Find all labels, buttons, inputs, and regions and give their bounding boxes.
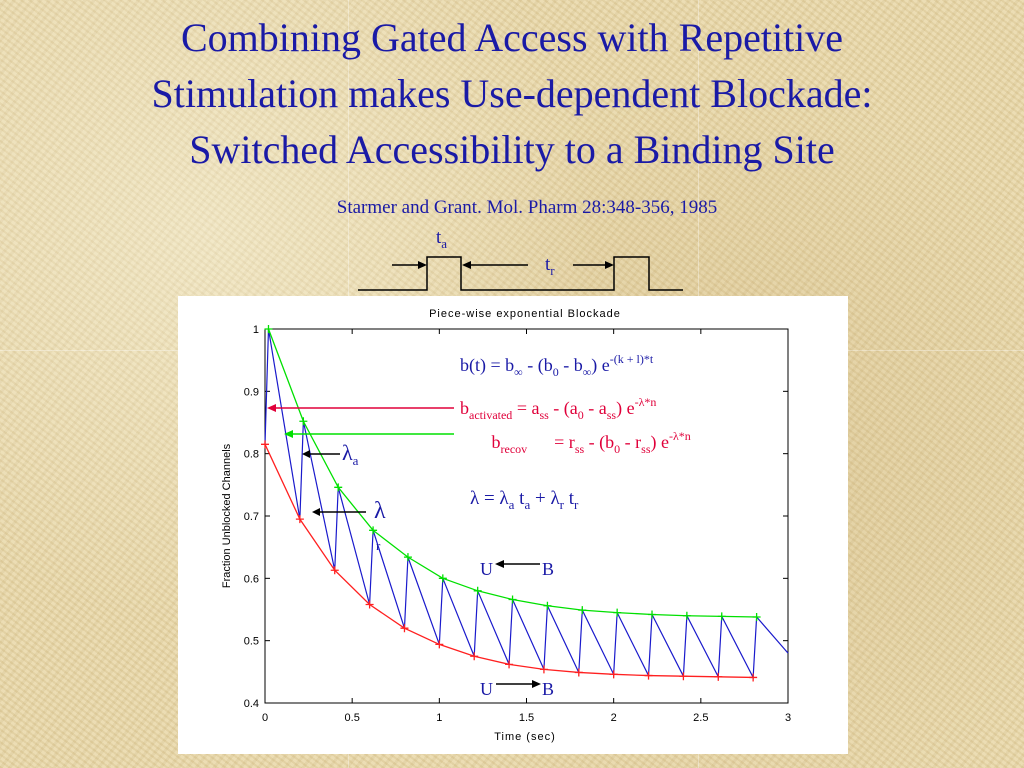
chart-title: Piece-wise exponential Blockade — [429, 308, 621, 320]
lower-envelope-point — [330, 566, 339, 575]
lambda-r-subscript: r — [376, 538, 381, 553]
b-label-bottom: B — [542, 679, 554, 699]
lambda-a-pointer-head — [302, 450, 310, 458]
upper-envelope-point — [717, 612, 726, 621]
title-line-3: Switched Accessibility to a Binding Site — [189, 127, 835, 172]
lambda-r-symbol: λ — [374, 498, 386, 524]
upper-envelope-point — [752, 612, 761, 621]
lower-envelope-line — [264, 444, 754, 679]
title-line-1: Combining Gated Access with Repetitive — [180, 15, 844, 60]
equation-lambda: λ = λa ta + λr tr — [470, 488, 579, 512]
x-tick-label: 0 — [262, 712, 268, 724]
lambda-r-pointer-head — [312, 508, 320, 516]
recov-pointer-head — [284, 430, 293, 438]
slide-title: Combining Gated Access with Repetitive S… — [0, 10, 1024, 178]
upper-envelope-point — [438, 574, 447, 583]
ta-label: ta — [436, 227, 447, 251]
citation: Starmer and Grant. Mol. Pharm 28:348-356… — [336, 197, 718, 218]
x-tick-label: 1 — [436, 712, 442, 724]
upper-envelope-point — [543, 601, 552, 610]
upper-envelope-point — [648, 610, 657, 619]
upper-envelope-point — [299, 417, 308, 426]
tr-arrowhead-left — [462, 261, 471, 269]
upper-envelope-point — [369, 526, 378, 535]
lower-envelope-point — [574, 668, 583, 677]
y-tick-label: 0.9 — [244, 386, 259, 398]
x-tick-label: 2.5 — [693, 712, 708, 724]
chart: Piece-wise exponential Blockade Time (se… — [221, 308, 791, 743]
lower-envelope-point — [261, 440, 269, 449]
tr-arrowhead-right — [605, 261, 614, 269]
lower-envelope-point — [679, 672, 688, 681]
ub-top-arrowhead — [495, 560, 504, 568]
y-tick-label: 0.7 — [244, 511, 259, 523]
chart-panel: Piece-wise exponential Blockade Time (se… — [178, 296, 848, 754]
x-tick-label: 1.5 — [519, 712, 534, 724]
x-axis-label: Time (sec) — [494, 731, 556, 743]
lower-envelope-point — [505, 660, 514, 669]
y-tick-label: 1 — [253, 324, 259, 336]
upper-envelope-point — [264, 325, 273, 333]
equation-b-activated: bactivated = ass - (a0 - ass) e-λ*n — [460, 395, 656, 422]
lower-envelope-point — [644, 671, 653, 680]
u-label-top: U — [480, 559, 493, 579]
lower-envelope-point — [714, 672, 723, 681]
upper-envelope-point — [508, 595, 517, 604]
ub-bottom-arrowhead — [532, 680, 541, 688]
upper-envelope-point — [578, 606, 587, 615]
x-tick-label: 2 — [611, 712, 617, 724]
envelope-series — [261, 325, 761, 682]
x-tick-label: 0.5 — [345, 712, 360, 724]
b-label-top: B — [542, 559, 554, 579]
lower-envelope-point — [365, 600, 374, 609]
upper-envelope-point — [334, 483, 343, 492]
lambda-a-label: λa — [342, 440, 359, 468]
y-tick-label: 0.6 — [244, 573, 259, 585]
lower-envelope-point — [295, 515, 304, 524]
lower-envelope-point — [470, 652, 479, 661]
y-tick-label: 0.5 — [244, 636, 259, 648]
lower-envelope-point — [749, 673, 758, 682]
title-line-2: Stimulation makes Use-dependent Blockade… — [151, 71, 873, 116]
pulse-timing-diagram: ta tr — [358, 227, 683, 291]
ta-arrowhead-left — [418, 261, 427, 269]
lower-envelope-point — [539, 665, 548, 674]
pulse-waveform — [358, 256, 683, 291]
upper-envelope-point — [403, 553, 412, 562]
equation-b-recov: brecov = rss - (b0 - rss) e-λ*n — [460, 424, 713, 456]
axes: 0 0.5 1 1.5 2 2.5 3 0.4 0.5 0.6 0.7 0.8 0.9 1 — [244, 324, 791, 724]
lower-envelope-point — [609, 670, 618, 679]
u-label-bottom: U — [480, 679, 493, 699]
upper-envelope-point — [473, 586, 482, 595]
lower-envelope-point — [400, 624, 409, 633]
activated-pointer-head — [267, 404, 276, 412]
equation-b-t: b(t) = b∞ - (b0 - b∞) e-(k + l)*t — [460, 352, 654, 379]
plot-frame — [264, 328, 789, 704]
y-tick-label: 0.8 — [244, 449, 259, 461]
tr-label: tr — [545, 254, 555, 278]
y-axis-label: Fraction Unblocked Channels — [221, 443, 233, 588]
upper-envelope-point — [613, 608, 622, 617]
lower-envelope-point — [435, 640, 444, 649]
y-tick-label: 0.4 — [244, 698, 259, 710]
x-tick-label: 3 — [785, 712, 791, 724]
upper-envelope-point — [682, 611, 691, 620]
